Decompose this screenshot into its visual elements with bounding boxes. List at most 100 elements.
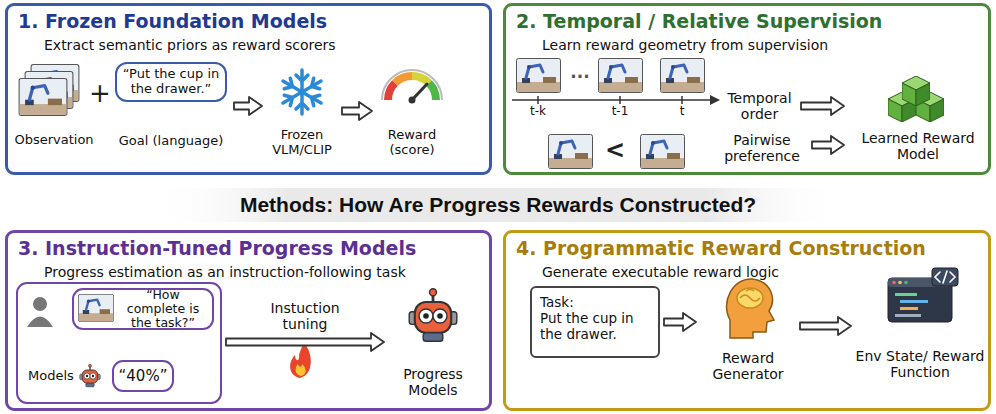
goal-text: “Put the cup in the drawer.”: [115, 62, 227, 102]
panel-subtitle: Generate executable reward logic: [542, 264, 779, 280]
code-window-icon: [888, 268, 958, 322]
icon-node: Reward Generator: [700, 270, 796, 382]
gauge-icon-part: [395, 76, 412, 83]
diagram-label: t: [672, 104, 692, 118]
code-window-icon-part: [898, 281, 902, 285]
gauge-icon-part: [388, 83, 395, 100]
task-text: Put the cup in the drawer.: [540, 310, 650, 342]
panel-subtitle: Progress estimation as an instruction-fo…: [44, 264, 406, 280]
head-icon-part: [740, 290, 760, 302]
icon-node: Progress Models: [388, 286, 478, 398]
gauge-icon-part: [412, 76, 429, 83]
snowflake-icon-part: [280, 76, 324, 108]
timeline-frames-part: [537, 96, 539, 104]
diagram-label: t-1: [605, 104, 635, 118]
panel-subtitle: Extract semantic priors as reward scorer…: [44, 37, 336, 53]
panel-subtitle: Learn reward geometry from supervision: [542, 37, 828, 53]
user-icon: [27, 297, 53, 327]
timeline-frames-part: [661, 59, 705, 93]
panel-heading: 3. Instruction-Tuned Progress Models: [18, 237, 416, 259]
head-icon: [727, 279, 774, 338]
flow-arrow: [801, 97, 844, 115]
chat-frame: [78, 294, 113, 321]
flow-arrow: [800, 317, 851, 335]
node-caption: Learned Reward Model: [848, 130, 988, 162]
icon-node: Learned Reward Model: [848, 70, 988, 162]
observation-frames: [19, 65, 79, 116]
panel-box: 2. Temporal / Relative SupervisionLearn …: [503, 3, 991, 175]
fire-icon-part: [296, 364, 306, 376]
node-caption: Goal (language): [119, 133, 223, 148]
code-window-icon-part: [895, 314, 921, 317]
code-window-icon-part: [895, 293, 917, 296]
flow-arrow: [234, 97, 262, 115]
diagram-label: ...: [565, 62, 595, 82]
head-icon-part: [737, 288, 763, 308]
supervision-text: Temporal order: [722, 86, 797, 126]
code-window-icon-part: [900, 307, 918, 310]
snowflake-icon-part: [280, 76, 324, 108]
user-icon-part: [33, 297, 47, 311]
speaker-label: Models: [28, 368, 74, 383]
node-caption: Temporal order: [722, 90, 797, 122]
icon-node: Reward (score): [376, 64, 448, 158]
panel-heading: 4. Programmatic Reward Construction: [516, 237, 926, 259]
head-icon-part: [727, 279, 774, 338]
answer-text: “40%”: [119, 367, 168, 385]
panel-box: 4. Programmatic Reward ConstructionGener…: [503, 230, 991, 411]
node-caption: Observation: [10, 133, 98, 148]
task-box: Task:Put the cup in the drawer.: [530, 286, 660, 358]
code-window-icon-part: [892, 281, 896, 285]
robot-icon: [80, 364, 100, 387]
panel-box: 3. Instruction-Tuned Progress ModelsProg…: [5, 230, 492, 411]
panel-box: 1. Frozen Foundation ModelsExtract seman…: [5, 3, 492, 175]
node-caption: Progress Models: [388, 366, 478, 398]
fire-icon: [290, 342, 311, 378]
timeline-frames-part: [681, 96, 683, 104]
flow-arrow: [226, 333, 384, 351]
icon-node: Env State/ Reward Function: [855, 272, 985, 380]
question-text: “How complete is the task?”: [116, 288, 210, 330]
snowflake-icon: [280, 70, 324, 114]
icon-node: Frozen VLM/CLIP: [266, 64, 338, 158]
flow-arrow: [664, 313, 696, 331]
gauge-icon: [382, 70, 442, 104]
node-caption: Reward Generator: [700, 350, 796, 382]
flow-arrow: [812, 136, 844, 154]
panel-heading: 2. Temporal / Relative Supervision: [516, 10, 882, 32]
timeline-frames-part: [619, 96, 621, 104]
timeline-frames-part: [710, 95, 720, 105]
fire-icon-part: [290, 342, 311, 378]
node-caption: Env State/ Reward Function: [855, 348, 985, 380]
preference-frames-part: [549, 135, 593, 169]
preference-frames-part: [641, 135, 685, 169]
node-caption: Pairwise preference: [716, 132, 808, 164]
preference-frames: [549, 135, 685, 169]
code-window-icon-part: [900, 300, 928, 303]
code-window-icon-part: [935, 271, 955, 283]
diagram-label: +: [88, 78, 112, 108]
timeline-frames-part: [599, 59, 643, 93]
timeline-frames-part: [517, 59, 561, 93]
diagram-title: Methods: How Are Progress Rewards Constr…: [0, 190, 996, 220]
task-heading: Task:: [540, 294, 650, 310]
timeline-frames: [512, 59, 720, 106]
cubes-icon-part: [902, 76, 930, 106]
edge-label: Instuction tuning: [255, 300, 355, 332]
code-window-icon-part: [904, 281, 908, 285]
answer-bubble: “40%”: [112, 360, 174, 392]
node-caption: Reward (score): [376, 128, 448, 158]
observation-frames-part: [19, 79, 67, 116]
icon-node: Observation: [10, 64, 98, 148]
user-icon-part: [27, 317, 53, 328]
robot-icon: [409, 289, 457, 342]
cubes-icon: [888, 76, 944, 122]
chat-box: Models “How complete is the task?” “40%”: [16, 282, 222, 404]
gauge-icon-part: [382, 70, 442, 100]
code-window-icon-part: [932, 268, 958, 286]
supervision-text: Pairwise preference: [716, 128, 808, 168]
gauge-icon-part: [409, 97, 416, 104]
flow-arrow: [342, 102, 372, 120]
